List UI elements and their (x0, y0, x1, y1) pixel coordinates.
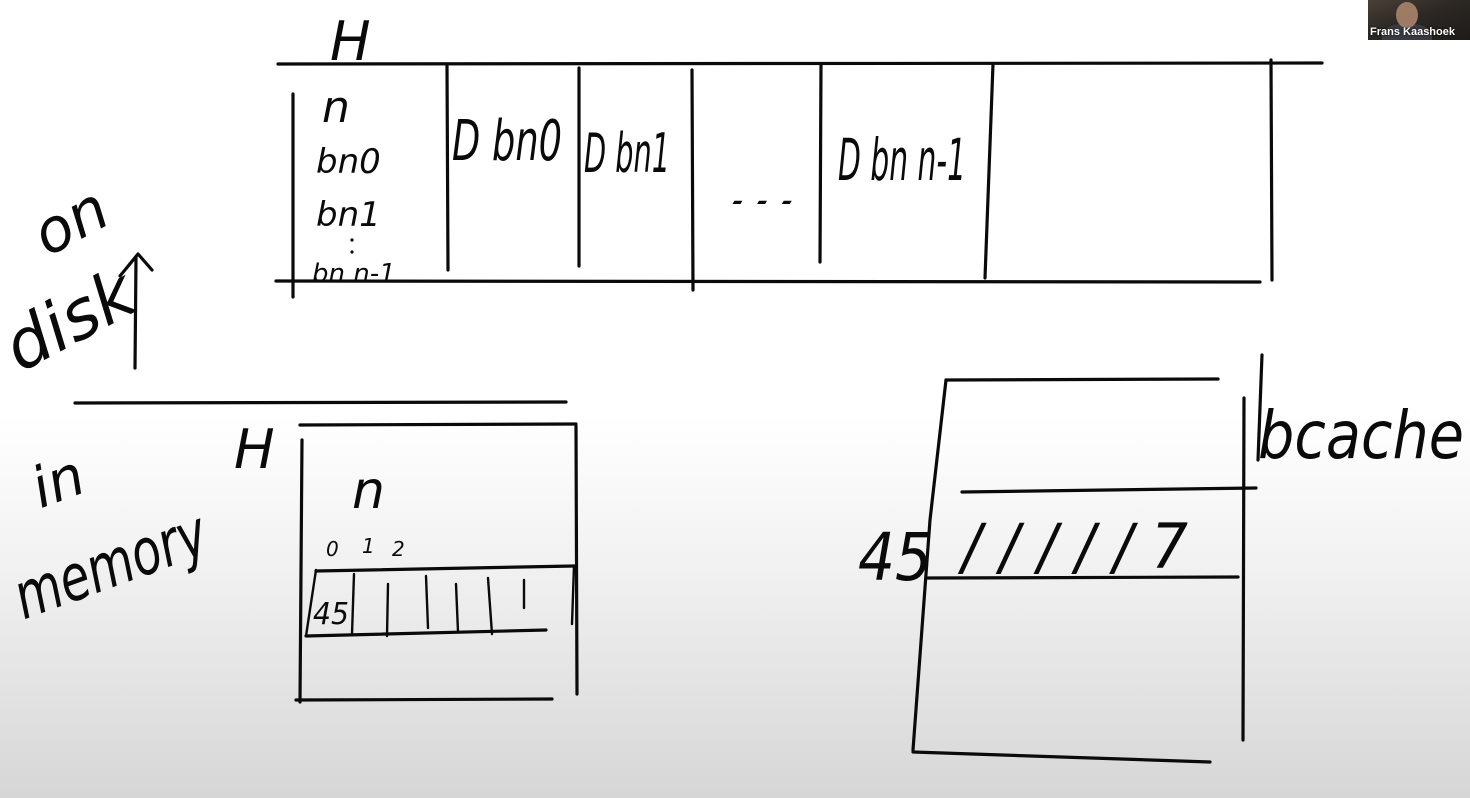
bcache-slot-bottom (926, 575, 1240, 580)
memory-inode-bottom (294, 697, 554, 702)
memory-inode-top (298, 422, 578, 427)
in-memory-word-1: in (23, 443, 93, 522)
bcache-diagram: 45 / / / / / 7 bcache (858, 353, 1464, 764)
addrs-slot-sep-4 (454, 582, 460, 634)
in-memory-word-2: memory (4, 496, 218, 634)
disk-separator-4 (818, 62, 823, 264)
disk-bottom-line (274, 279, 1262, 284)
bcache-top (944, 377, 1220, 382)
bcache-label: bcache (1258, 397, 1464, 474)
memory-index-1: 1 (362, 534, 375, 558)
addrs-array-bottom (304, 628, 548, 638)
disk-block-ellipsis: ... (728, 181, 802, 211)
speaker-face (1396, 2, 1418, 28)
addrs-slot-sep-2 (385, 582, 390, 638)
bcache-label-stroke (1256, 353, 1264, 462)
bcache-block-number: 45 (858, 519, 932, 596)
up-arrow-head (118, 252, 154, 278)
disk-bn-1: bn1 (316, 195, 381, 235)
addrs-slot-sep-0 (304, 568, 318, 638)
memory-inode: H n 0 1 2 45 (234, 418, 579, 704)
memory-inode-letter: n (352, 461, 385, 521)
disk-block-last: D bn n-1 (838, 126, 966, 194)
in-memory-label: in memory (4, 443, 218, 635)
on-disk-label: on disk (0, 174, 154, 388)
disk-separator-3 (690, 68, 695, 292)
disk-inode-letter: n (322, 82, 350, 133)
disk-block-1: D bn1 (584, 122, 670, 185)
memory-index-0: 0 (326, 537, 339, 561)
up-arrow-shaft (133, 256, 138, 370)
bcache-block-content: / / / / / 7 (957, 510, 1188, 583)
addrs-array-top (314, 564, 576, 573)
disk-separator-5 (983, 62, 995, 280)
speaker-silhouette (1382, 24, 1432, 40)
addrs-slot-sep-7 (570, 564, 576, 626)
speaker-video-thumbnail[interactable]: Frans Kaashoek (1368, 0, 1470, 40)
disk-right-edge (1269, 58, 1274, 282)
addrs-first-value: 45 (313, 597, 349, 632)
bcache-left (911, 378, 948, 752)
disk-memory-divider (73, 400, 568, 405)
memory-index-2: 2 (392, 537, 405, 561)
memory-inode-right (574, 424, 579, 696)
memory-header-label: H (234, 418, 275, 481)
memory-inode-left (298, 438, 304, 704)
disk-header-label: H (330, 10, 371, 73)
bcache-bottom (911, 750, 1212, 764)
bcache-right (1241, 396, 1246, 742)
disk-block-0: D bn0 (452, 109, 562, 174)
disk-top-line (276, 61, 1324, 66)
addrs-slot-sep-5 (486, 576, 494, 636)
addrs-slot-sep-1 (350, 572, 356, 636)
on-disk-word-2: disk (0, 253, 151, 388)
disk-layout: H n bn0 bn1 bn n-1 D bn0 D bn1 ... D bn … (274, 10, 1324, 299)
bcache-slot-top (960, 486, 1258, 494)
speaker-name: Frans Kaashoek (1370, 26, 1455, 38)
addrs-slot-sep-3 (424, 574, 430, 630)
disk-bn-last: bn n-1 (312, 259, 396, 289)
disk-separator-1 (445, 64, 450, 272)
on-disk-word-1: on (21, 174, 120, 271)
disk-bn-0: bn0 (316, 142, 381, 182)
